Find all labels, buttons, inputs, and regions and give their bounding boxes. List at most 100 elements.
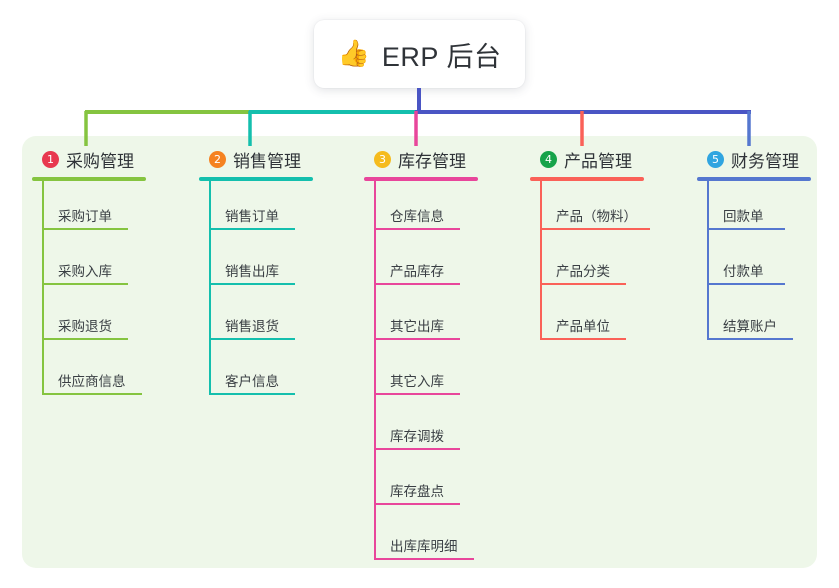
branch-item[interactable]: 销售出库: [199, 236, 313, 291]
branch-title: 库存管理: [398, 151, 466, 171]
branch-item-rule: [374, 558, 474, 560]
branch-item[interactable]: 产品（物料）: [530, 181, 650, 236]
branch-item[interactable]: 仓库信息: [364, 181, 478, 236]
branch-item-label: 回款单: [723, 209, 764, 224]
diagram-background-panel: [22, 136, 817, 568]
branch-title: 采购管理: [66, 151, 134, 171]
branch-number-badge: 4: [540, 150, 557, 168]
branch-item-label: 产品库存: [390, 264, 444, 279]
branch-item-rule: [374, 448, 460, 450]
branch-item[interactable]: 销售退货: [199, 291, 313, 346]
branch-item[interactable]: 采购退货: [32, 291, 146, 346]
branch-spine: [707, 181, 709, 340]
branch-item-label: 仓库信息: [390, 209, 444, 224]
root-node-label: ERP 后台: [381, 41, 502, 72]
branch-item-label: 其它入库: [390, 374, 444, 389]
branch-item-rule: [707, 283, 785, 285]
branch-item-label: 销售退货: [225, 319, 279, 334]
branch-title: 产品管理: [564, 151, 632, 171]
branch-item[interactable]: 出库库明细: [364, 511, 478, 566]
branch-items: 产品（物料） 产品分类产品单位: [530, 181, 650, 346]
branch-item-rule: [374, 338, 460, 340]
branch-column-1: 1 采购管理采购订单采购入库采购退货供应商信息: [32, 146, 146, 401]
branch-items: 销售订单销售出库销售退货客户信息: [199, 181, 313, 401]
branch-header-4[interactable]: 4 产品管理: [530, 146, 644, 172]
branch-item-label: 付款单: [723, 264, 764, 279]
branch-spine: [540, 181, 542, 340]
branch-number-badge: 1: [42, 150, 59, 168]
branch-item-label: 结算账户: [723, 319, 777, 334]
branch-item[interactable]: 销售订单: [199, 181, 313, 236]
branch-item[interactable]: 客户信息: [199, 346, 313, 401]
branch-item[interactable]: 供应商信息: [32, 346, 146, 401]
branch-item[interactable]: 采购入库: [32, 236, 146, 291]
branch-item-rule: [209, 228, 295, 230]
root-node-erp-backend[interactable]: 👍 ERP 后台: [314, 20, 525, 88]
branch-number-badge: 3: [374, 150, 391, 168]
branch-item-rule: [707, 228, 785, 230]
branch-item-rule: [540, 338, 626, 340]
branch-item-label: 产品单位: [556, 319, 610, 334]
branch-header-2[interactable]: 2 销售管理: [199, 146, 313, 172]
branch-item[interactable]: 产品分类: [530, 236, 644, 291]
branch-item-rule: [374, 228, 460, 230]
branch-number-badge: 2: [209, 150, 226, 168]
branch-item-label: 采购订单: [58, 209, 112, 224]
branch-item-label: 客户信息: [225, 374, 279, 389]
branch-item-label: 销售订单: [225, 209, 279, 224]
branch-item-label: 库存盘点: [390, 484, 444, 499]
branch-item-rule: [209, 338, 295, 340]
branch-item-rule: [42, 228, 128, 230]
branch-header-3[interactable]: 3 库存管理: [364, 146, 478, 172]
branch-header-rule: [199, 177, 313, 181]
branch-column-5: 5 财务管理回款单付款单结算账户: [697, 146, 811, 346]
branch-header-1[interactable]: 1 采购管理: [32, 146, 146, 172]
branch-title: 销售管理: [233, 151, 301, 171]
branch-item[interactable]: 付款单: [697, 236, 811, 291]
branch-header-rule: [364, 177, 478, 181]
branch-item[interactable]: 结算账户: [697, 291, 811, 346]
branch-item-rule: [42, 283, 128, 285]
branch-item[interactable]: 其它入库: [364, 346, 478, 401]
branch-item-label: 产品（物料）: [556, 209, 637, 224]
branch-item[interactable]: 库存盘点: [364, 456, 478, 511]
branch-header-rule: [697, 177, 811, 181]
branch-spine: [209, 181, 211, 395]
branch-item-rule: [42, 393, 142, 395]
branch-column-2: 2 销售管理销售订单销售出库销售退货客户信息: [199, 146, 313, 401]
branch-item-label: 供应商信息: [58, 374, 126, 389]
branch-item-rule: [540, 228, 650, 230]
branch-column-3: 3 库存管理仓库信息产品库存其它出库其它入库库存调拨库存盘点出库库明细: [364, 146, 478, 566]
branch-column-4: 4 产品管理产品（物料） 产品分类产品单位: [530, 146, 650, 346]
branch-item-label: 销售出库: [225, 264, 279, 279]
branch-item[interactable]: 其它出库: [364, 291, 478, 346]
branch-item[interactable]: 库存调拨: [364, 401, 478, 456]
thumbs-up-icon: 👍: [337, 39, 370, 69]
branch-items: 仓库信息产品库存其它出库其它入库库存调拨库存盘点出库库明细: [364, 181, 478, 566]
branch-item-rule: [374, 503, 460, 505]
branch-item-rule: [209, 393, 295, 395]
branch-item-label: 采购入库: [58, 264, 112, 279]
branch-title: 财务管理: [731, 151, 799, 171]
branch-item-rule: [374, 283, 460, 285]
branch-item[interactable]: 产品库存: [364, 236, 478, 291]
branch-item-rule: [374, 393, 460, 395]
branch-header-5[interactable]: 5 财务管理: [697, 146, 811, 172]
branch-items: 回款单付款单结算账户: [697, 181, 811, 346]
branch-item-label: 其它出库: [390, 319, 444, 334]
branch-item[interactable]: 回款单: [697, 181, 811, 236]
branch-number-badge: 5: [707, 150, 724, 168]
branch-items: 采购订单采购入库采购退货供应商信息: [32, 181, 146, 401]
branch-item-rule: [209, 283, 295, 285]
branch-item-label: 产品分类: [556, 264, 610, 279]
branch-item[interactable]: 产品单位: [530, 291, 644, 346]
branch-header-rule: [32, 177, 146, 181]
branch-item-rule: [42, 338, 128, 340]
branch-item[interactable]: 采购订单: [32, 181, 146, 236]
branch-item-label: 采购退货: [58, 319, 112, 334]
branch-spine: [42, 181, 44, 395]
branch-item-rule: [707, 338, 793, 340]
branch-item-label: 库存调拨: [390, 429, 444, 444]
branch-item-label: 出库库明细: [390, 539, 458, 554]
